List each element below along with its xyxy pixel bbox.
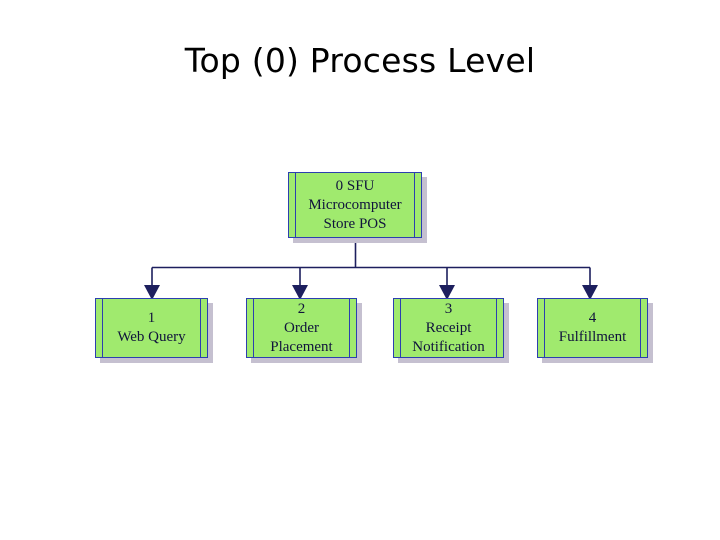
process-box-4-line-1: 4: [588, 310, 597, 326]
process-box-3-line-3: Notification: [412, 338, 485, 355]
process-box-1[interactable]: 1 Web Query: [95, 298, 208, 358]
process-box-4[interactable]: 4 Fulfillment: [537, 298, 648, 358]
process-box-3-line-2: Receipt: [425, 319, 472, 336]
process-box-4-line-2: Fulfillment: [558, 329, 627, 345]
process-box-0[interactable]: 0 SFU Microcomputer Store POS: [288, 172, 422, 238]
page-title: Top (0) Process Level: [184, 41, 536, 80]
process-box-2[interactable]: 2 Order Placement: [246, 298, 357, 358]
process-box-2-line-2: Order: [284, 319, 319, 336]
process-box-0-line-1: 0 SFU: [335, 177, 375, 194]
process-box-0-line-3: Store POS: [323, 215, 387, 232]
process-box-2-line-3: Placement: [270, 338, 333, 355]
process-box-2-line-1: 2: [297, 300, 306, 317]
process-box-1-line-2: Web Query: [117, 329, 186, 345]
process-box-0-line-2: Microcomputer: [308, 196, 402, 213]
process-box-1-line-1: 1: [147, 310, 156, 326]
process-box-3[interactable]: 3 Receipt Notification: [393, 298, 504, 358]
process-box-3-line-1: 3: [444, 300, 453, 317]
